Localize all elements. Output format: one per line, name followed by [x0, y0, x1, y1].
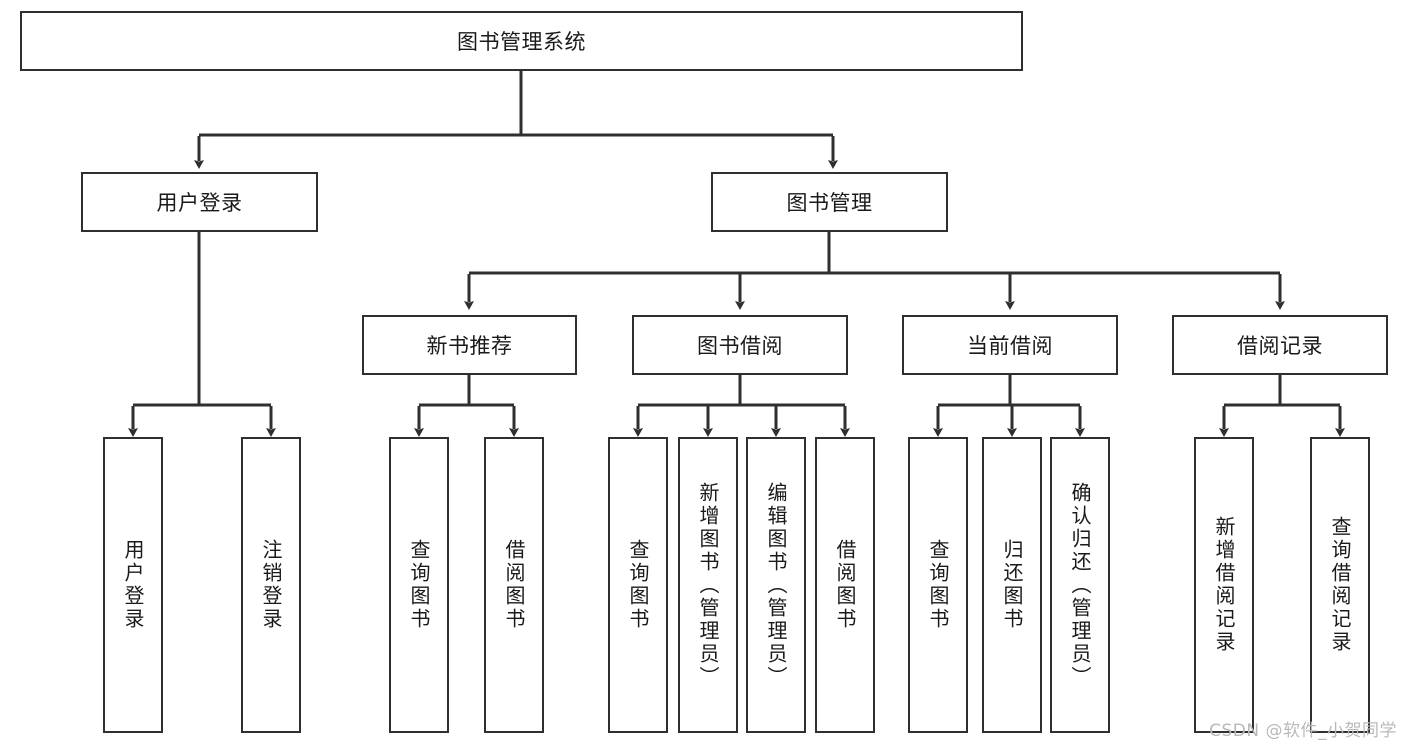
leaf-user-login[interactable]: 用户登录 — [103, 437, 163, 733]
node-user-login[interactable]: 用户登录 — [81, 172, 318, 232]
leaf-current-query-book[interactable]: 查询图书 — [908, 437, 968, 733]
node-label: 当前借阅 — [967, 334, 1053, 358]
node-label: 用户登录 — [121, 539, 145, 631]
node-current-borrow[interactable]: 当前借阅 — [902, 315, 1118, 375]
node-label: 用户登录 — [156, 191, 243, 215]
node-label: 借阅图书 — [502, 539, 526, 631]
node-label: 编辑图书（管理员） — [764, 481, 788, 689]
node-label: 注销登录 — [259, 539, 283, 631]
leaf-borrow-query-book[interactable]: 查询图书 — [608, 437, 668, 733]
node-root-system[interactable]: 图书管理系统 — [20, 11, 1023, 71]
node-book-borrow[interactable]: 图书借阅 — [632, 315, 848, 375]
node-label: 新增借阅记录 — [1212, 516, 1236, 654]
node-label: 新书推荐 — [426, 334, 513, 358]
node-label: 图书借阅 — [697, 334, 783, 358]
node-book-management[interactable]: 图书管理 — [711, 172, 948, 232]
leaf-record-query-record[interactable]: 查询借阅记录 — [1310, 437, 1370, 733]
node-label: 确认归还（管理员） — [1068, 481, 1092, 689]
node-label: 查询图书 — [407, 539, 431, 631]
leaf-current-confirm-return-admin[interactable]: 确认归还（管理员） — [1050, 437, 1110, 733]
watermark-text: CSDN @软件_小贺同学 — [1209, 721, 1397, 741]
node-label: 借阅记录 — [1237, 334, 1323, 358]
leaf-current-return-book[interactable]: 归还图书 — [982, 437, 1042, 733]
node-label: 归还图书 — [1000, 539, 1024, 631]
node-label: 查询借阅记录 — [1328, 516, 1352, 654]
node-label: 图书管理 — [786, 191, 873, 215]
leaf-borrow-add-book-admin[interactable]: 新增图书（管理员） — [678, 437, 738, 733]
node-label: 新增图书（管理员） — [696, 481, 720, 689]
leaf-user-logout[interactable]: 注销登录 — [241, 437, 301, 733]
leaf-borrow-borrow-book[interactable]: 借阅图书 — [815, 437, 875, 733]
leaf-record-add-record[interactable]: 新增借阅记录 — [1194, 437, 1254, 733]
leaf-recommend-borrow-book[interactable]: 借阅图书 — [484, 437, 544, 733]
node-borrow-record[interactable]: 借阅记录 — [1172, 315, 1388, 375]
node-label: 图书管理系统 — [457, 30, 586, 54]
node-label: 借阅图书 — [833, 539, 857, 631]
node-label: 查询图书 — [926, 539, 950, 631]
node-label: 查询图书 — [626, 539, 650, 631]
node-new-book-recommend[interactable]: 新书推荐 — [362, 315, 577, 375]
leaf-recommend-query-book[interactable]: 查询图书 — [389, 437, 449, 733]
leaf-borrow-edit-book-admin[interactable]: 编辑图书（管理员） — [746, 437, 806, 733]
